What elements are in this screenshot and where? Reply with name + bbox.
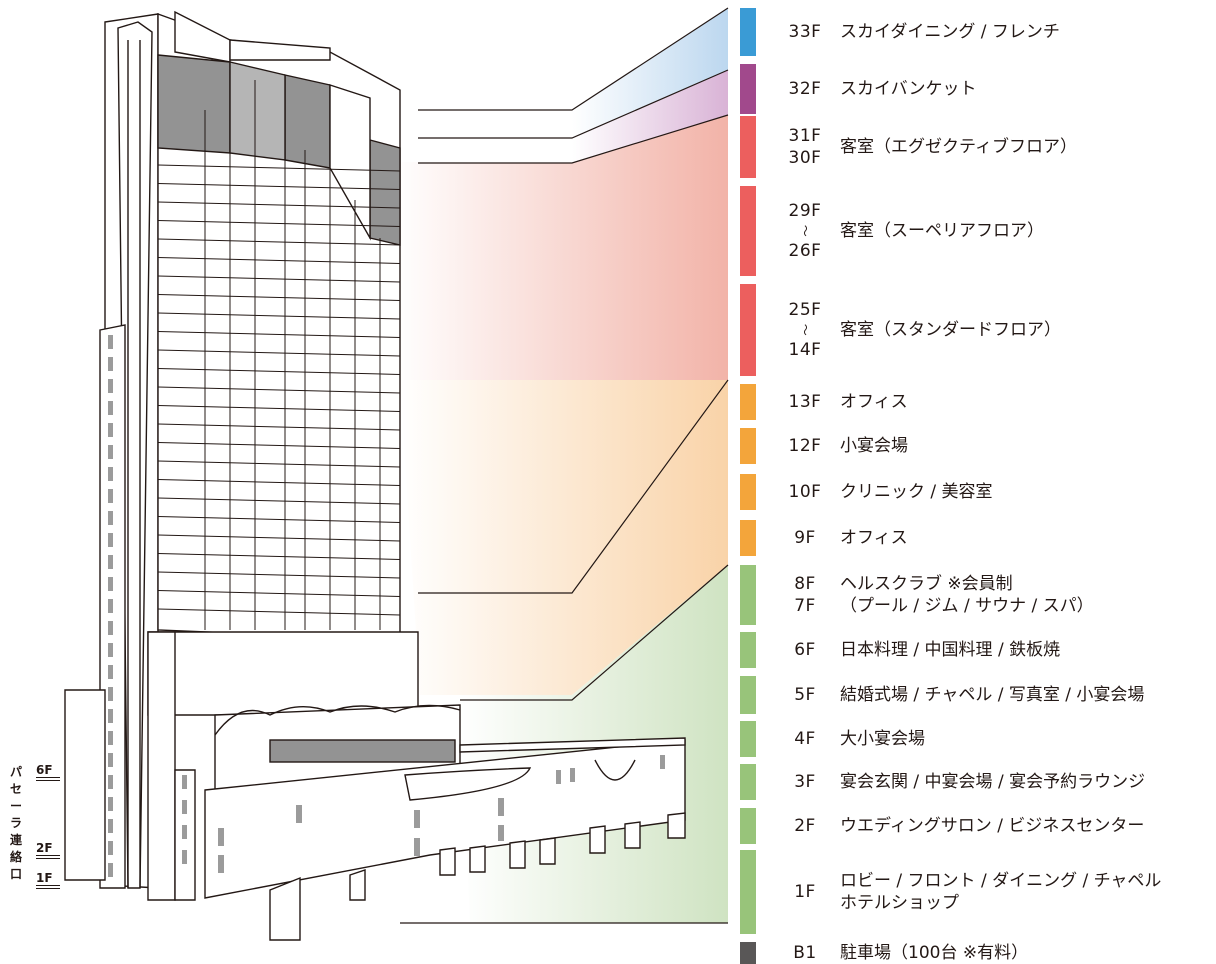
floor-description: 客室（スーペリアフロア） <box>840 221 1044 241</box>
passera-connector-label: パセーラ連絡口 <box>6 764 26 883</box>
connector-label-char: 口 <box>9 867 22 881</box>
floor-description: 小宴会場 <box>840 436 908 456</box>
floor-description: スカイバンケット <box>840 79 977 99</box>
floor-description: 客室（スタンダードフロア） <box>840 320 1061 340</box>
connector-label-char: セ <box>9 782 22 796</box>
floor-description: 日本料理 / 中国料理 / 鉄板焼 <box>840 640 1061 660</box>
floor-row: 3F 宴会玄関 / 中宴会場 / 宴会予約ラウンジ <box>740 764 1214 800</box>
floor-row: 2F ウエディングサロン / ビジネスセンター <box>740 808 1214 844</box>
floor-number: 25F〜14F <box>788 300 822 360</box>
connector-label-char: ラ <box>9 816 22 830</box>
tower-floor-lines <box>157 60 401 630</box>
floor-color-bar <box>740 186 756 276</box>
connector-label-char: パ <box>9 765 22 779</box>
floor-description: クリニック / 美容室 <box>840 482 993 502</box>
floor-row: 9F オフィス <box>740 520 1214 556</box>
floor-number: 5F <box>794 685 816 705</box>
connector-label-char: 絡 <box>9 850 22 864</box>
floor-description: 客室（エグゼクティブフロア） <box>840 137 1077 157</box>
floor-row: 5F 結婚式場 / チャペル / 写真室 / 小宴会場 <box>740 676 1214 714</box>
floor-number: 9F <box>794 528 816 548</box>
floor-number: 10F <box>788 482 822 502</box>
connector-label-char: ー <box>9 799 22 813</box>
floor-description: ウエディングサロン / ビジネスセンター <box>840 816 1145 836</box>
floor-row: 12F 小宴会場 <box>740 428 1214 464</box>
floor-color-bar <box>740 850 756 934</box>
floor-color-bar <box>740 384 756 420</box>
floor-description: 宴会玄関 / 中宴会場 / 宴会予約ラウンジ <box>840 772 1146 792</box>
floor-row: 1F ロビー / フロント / ダイニング / チャペルホテルショップ <box>740 850 1214 934</box>
floor-number: 2F <box>794 816 816 836</box>
connector-floor-6f: 6F <box>36 764 60 781</box>
connector-label-char: 連 <box>9 833 22 847</box>
floor-color-bar <box>740 116 756 178</box>
floor-color-bar <box>740 721 756 757</box>
floor-color-bar <box>740 284 756 376</box>
floor-color-bar <box>740 565 756 625</box>
floor-row: 13F オフィス <box>740 384 1214 420</box>
floor-description: ロビー / フロント / ダイニング / チャペルホテルショップ <box>840 871 1162 913</box>
floor-row: 29F〜26F 客室（スーペリアフロア） <box>740 186 1214 276</box>
floor-color-bar <box>740 764 756 800</box>
floor-number: 33F <box>788 22 822 42</box>
floor-number: 29F〜26F <box>788 201 822 261</box>
floor-description: オフィス <box>840 392 908 412</box>
floor-description: 結婚式場 / チャペル / 写真室 / 小宴会場 <box>840 685 1145 705</box>
floor-description: 大小宴会場 <box>840 729 925 749</box>
floor-row: 32F スカイバンケット <box>740 64 1214 114</box>
floor-number: 6F <box>794 640 816 660</box>
podium <box>147 631 686 941</box>
floor-color-bar <box>740 632 756 668</box>
zone-office <box>400 380 728 695</box>
floor-row: 4F 大小宴会場 <box>740 721 1214 757</box>
floor-number: 4F <box>794 729 816 749</box>
floor-description: 駐車場（100台 ※有料） <box>840 943 1029 963</box>
floor-color-bar <box>740 808 756 844</box>
floor-number: 13F <box>788 392 822 412</box>
floor-row: 10F クリニック / 美容室 <box>740 474 1214 510</box>
floor-description: ヘルスクラブ ※会員制（プール / ジム / サウナ / スパ） <box>840 574 1094 616</box>
zone-rooms <box>395 115 728 380</box>
floor-description: スカイダイニング / フレンチ <box>840 22 1060 42</box>
floor-number: B1 <box>793 943 817 963</box>
floor-number: 3F <box>794 772 816 792</box>
floor-color-bar <box>740 474 756 510</box>
connector-floor-1f: 1F <box>36 872 60 889</box>
floor-row: 25F〜14F 客室（スタンダードフロア） <box>740 284 1214 376</box>
floor-color-bar <box>740 942 756 964</box>
zone-banquet <box>572 70 728 163</box>
floor-color-bar <box>740 520 756 556</box>
leader-lines <box>400 7 729 924</box>
floor-row: 33F スカイダイニング / フレンチ <box>740 8 1214 56</box>
floor-color-bar <box>740 64 756 114</box>
floor-color-bar <box>740 676 756 714</box>
floor-row: 6F 日本料理 / 中国料理 / 鉄板焼 <box>740 632 1214 668</box>
floor-number: 1F <box>794 882 816 902</box>
zone-sky <box>572 8 728 138</box>
floor-number: 12F <box>788 436 822 456</box>
floor-number: 32F <box>788 79 822 99</box>
podium-windows <box>182 755 665 873</box>
floor-description: オフィス <box>840 528 908 548</box>
floor-color-bar <box>740 8 756 56</box>
floor-row: B1 駐車場（100台 ※有料） <box>740 942 1214 964</box>
floor-color-bar <box>740 428 756 464</box>
connector-floor-2f: 2F <box>36 842 60 859</box>
